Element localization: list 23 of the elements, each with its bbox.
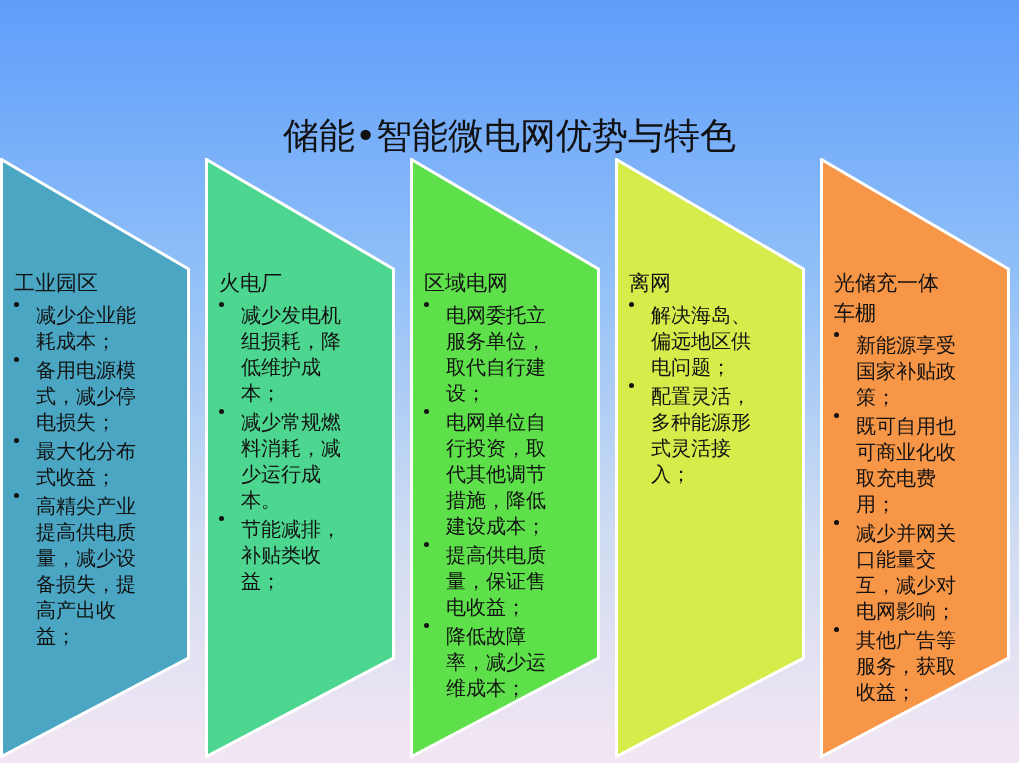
bullet-item: 备用电源模式，减少停电损失；: [36, 357, 137, 435]
bullet-item: 提高供电质量，保证售电收益；: [446, 542, 547, 620]
bullet-item: 配置灵活，多种能源形式灵活接入；: [651, 383, 752, 487]
bullet-item: 减少发电机组损耗，降低维护成本；: [241, 302, 342, 406]
bullet-item: 最大化分布式收益；: [36, 438, 137, 490]
bullet-item: 电网委托立服务单位，取代自行建设；: [446, 302, 547, 406]
panel-heading: 火电厂: [219, 270, 283, 297]
bullet-item: 电网单位自行投资，取代其他调节措施，降低建设成本；: [446, 409, 547, 539]
bullet-item: 解决海岛、偏远地区供电问题；: [651, 302, 752, 380]
panel-heading: 工业园区: [14, 270, 99, 297]
bullet-item: 降低故障率，减少运维成本；: [446, 623, 547, 701]
bullet-item: 新能源享受国家补贴政策；: [856, 332, 957, 410]
bullet-item: 减少常规燃料消耗，减少运行成本。: [241, 409, 342, 513]
panel-heading: 离网: [629, 270, 672, 297]
bullet-item: 高精尖产业提高供电质量，减少设备损失，提高产出收益；: [36, 493, 137, 649]
title: 储能•智能微电网优势与特色: [281, 114, 738, 158]
bullet-item: 既可自用也可商业化收取充电费用；: [856, 413, 957, 517]
panel-heading: 光储充一体车棚: [834, 270, 940, 327]
bullet-item: 减少并网关口能量交互，减少对电网影响；: [856, 520, 957, 624]
panel-heading: 区域电网: [424, 270, 509, 297]
bullet-item: 其他广告等服务，获取收益；: [856, 627, 957, 705]
bullet-item: 节能减排，补贴类收益；: [241, 516, 342, 594]
bullet-item: 减少企业能耗成本；: [36, 302, 137, 354]
